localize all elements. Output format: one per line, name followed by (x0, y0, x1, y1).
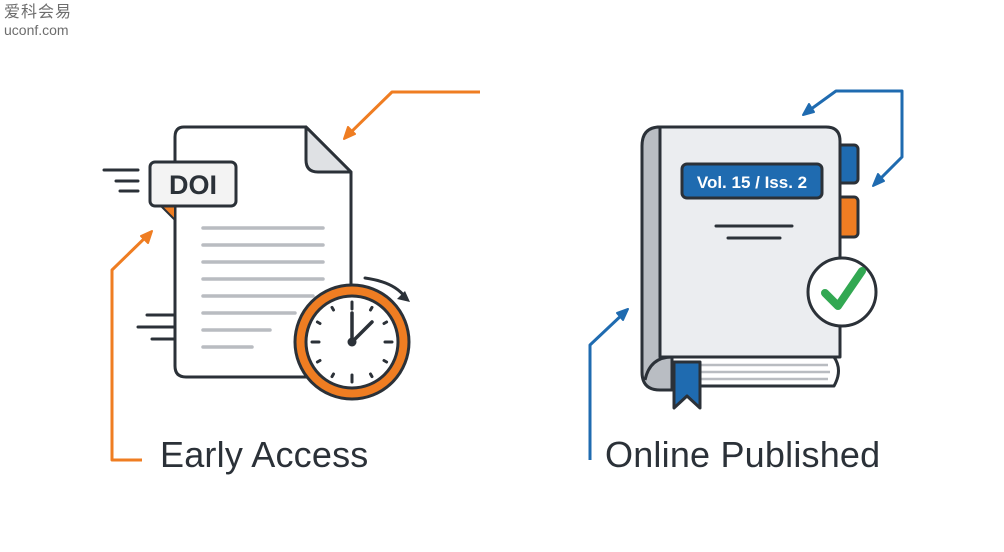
blue-arrow-left (588, 308, 629, 460)
orange-arrow-left (110, 230, 153, 462)
clock-hands (350, 311, 374, 344)
early-access-caption: Early Access (160, 434, 369, 475)
orange-arrow-top (343, 90, 480, 140)
clock-icon (293, 276, 411, 401)
book-icon: Vol. 15 / Iss. 2 (640, 125, 860, 410)
early-access-group: DOI (102, 90, 480, 462)
doi-badge: DOI (148, 160, 238, 221)
checkmark-icon (806, 256, 878, 328)
online-published-caption: Online Published (605, 434, 881, 475)
watermark-cn: 爱科会易 (4, 2, 73, 21)
issue-badge: Vol. 15 / Iss. 2 (680, 162, 824, 200)
bookmark-icon (672, 360, 702, 410)
speed-lines-top (102, 168, 140, 193)
document-text-lines (201, 226, 325, 349)
clock-ticks (310, 300, 394, 384)
doi-label: DOI (169, 170, 217, 200)
issue-label: Vol. 15 / Iss. 2 (697, 173, 807, 192)
online-published-group: Vol. 15 / Iss. 2 (588, 89, 904, 460)
blue-arrow-top (802, 89, 904, 187)
watermark-url: uconf.com (4, 21, 69, 38)
watermark: 爱科会易 uconf.com (4, 2, 73, 38)
